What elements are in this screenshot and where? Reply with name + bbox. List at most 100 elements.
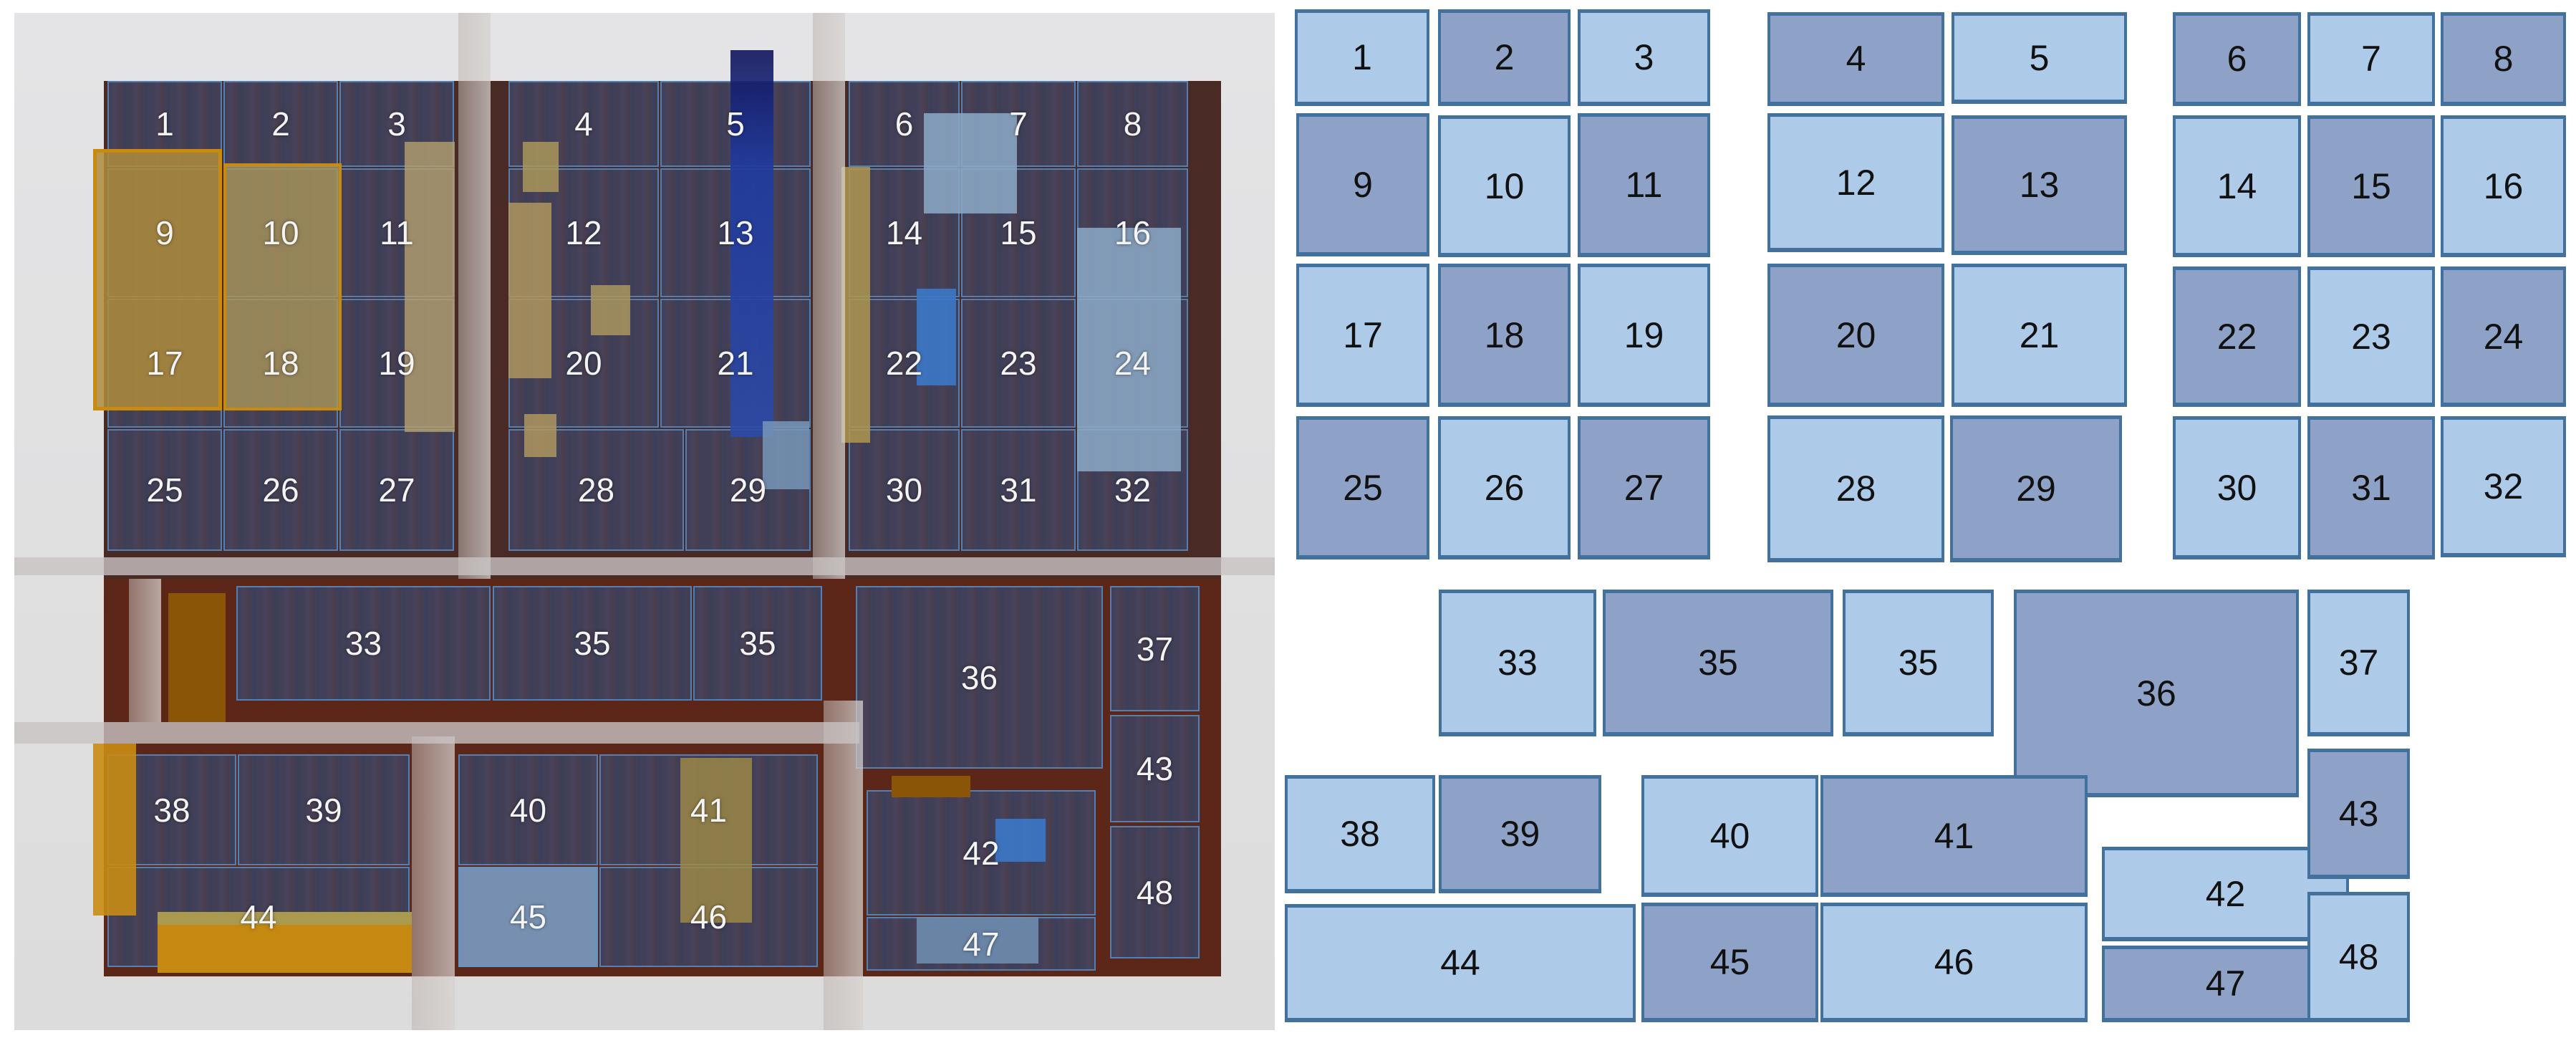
cell-label: 3 (387, 105, 406, 143)
cell-label: 48 (1136, 873, 1174, 911)
box-label: 14 (2216, 165, 2257, 206)
plan-box-10: 10 (1438, 115, 1571, 257)
box-label: 20 (1835, 314, 1876, 355)
box-item-light-blue (1077, 228, 1181, 471)
cell-37: 37 (1110, 586, 1200, 711)
cell-label: 13 (717, 214, 754, 251)
plan-box-5: 5 (1952, 12, 2127, 104)
cell-label: 31 (1000, 471, 1037, 509)
box-label: 42 (2205, 873, 2246, 914)
box-label: 3 (1634, 37, 1654, 77)
shelf-3d-render: 1 2 3 9 10 11 17 18 19 25 26 27 4 5 12 1… (14, 13, 1275, 1030)
cell-label: 38 (153, 791, 190, 829)
plan-box-35b: 35 (1843, 590, 1994, 736)
plan-box-20: 20 (1767, 264, 1944, 407)
cell-label: 44 (240, 898, 277, 936)
plan-box-2: 2 (1438, 9, 1571, 106)
cell-label: 42 (963, 834, 1000, 872)
cell-40: 40 (458, 754, 598, 865)
plan-box-1: 1 (1295, 9, 1429, 106)
box-label: 40 (1709, 815, 1750, 856)
plan-box-32: 32 (2441, 416, 2566, 557)
box-label: 5 (2029, 37, 2050, 78)
cell-label: 24 (1114, 345, 1152, 382)
box-label: 41 (1934, 815, 1974, 856)
plan-box-21: 21 (1952, 264, 2127, 407)
box-label: 44 (1440, 943, 1480, 983)
plan-box-35a: 35 (1603, 590, 1833, 736)
cell-label: 15 (1000, 214, 1037, 251)
box-item (508, 203, 551, 378)
box-label: 1 (1352, 37, 1372, 77)
cell-label: 11 (380, 214, 414, 251)
plan-box-26: 26 (1438, 416, 1571, 559)
box-label: 2 (1494, 37, 1515, 77)
box-label: 47 (2205, 963, 2246, 1004)
divider-wall (813, 13, 845, 579)
cell-label: 28 (577, 471, 615, 509)
plan-box-14: 14 (2173, 115, 2301, 257)
cell-label: 18 (262, 345, 299, 382)
cell-45: 45 (458, 867, 598, 967)
cell-47: 47 (867, 917, 1096, 971)
cell-4: 4 (508, 81, 659, 167)
box-item-blue (763, 421, 809, 489)
box-item-small (523, 142, 559, 192)
box-label: 39 (1500, 814, 1540, 854)
plan-box-25: 25 (1296, 416, 1429, 559)
cell-label: 14 (885, 214, 923, 251)
plan-box-16: 16 (2441, 115, 2566, 257)
box-label: 7 (2361, 39, 2381, 79)
box-label: 46 (1934, 942, 1974, 982)
plan-box-27: 27 (1578, 416, 1710, 559)
box-label: 33 (1497, 643, 1538, 683)
cell-2: 2 (223, 81, 338, 167)
cell-36: 36 (856, 586, 1103, 769)
box-label: 31 (2351, 467, 2391, 508)
plan-box-37: 37 (2307, 590, 2410, 736)
cell-label: 37 (1136, 630, 1174, 668)
plan-box-40: 40 (1641, 775, 1818, 897)
plan-box-48: 48 (2307, 892, 2410, 1022)
box-label: 18 (1484, 314, 1525, 355)
cell-label: 2 (271, 105, 290, 143)
box-label: 4 (1846, 39, 1866, 79)
cell-26: 26 (223, 429, 338, 551)
cell-label: 23 (1000, 345, 1037, 382)
box-item-orange (158, 912, 412, 973)
plan-box-9: 9 (1296, 113, 1429, 256)
box-item-yellow (93, 149, 222, 410)
plan-box-13: 13 (1952, 115, 2127, 255)
plan-box-18: 18 (1438, 264, 1571, 407)
box-item-orange (168, 593, 226, 722)
cell-label: 26 (262, 471, 299, 509)
cell-31: 31 (961, 429, 1076, 551)
cell-39: 39 (238, 754, 410, 865)
cell-8: 8 (1077, 81, 1188, 167)
cell-label: 6 (894, 105, 914, 143)
cell-label: 35 (739, 625, 776, 662)
box-item-light-blue (924, 113, 1017, 213)
plan-box-7: 7 (2307, 12, 2435, 106)
cell-23: 23 (961, 299, 1076, 428)
cell-label: 7 (1009, 105, 1028, 143)
plan-box-43: 43 (2307, 749, 2410, 879)
box-label: 12 (1835, 162, 1876, 203)
cell-label: 46 (690, 898, 728, 936)
cell-label: 45 (509, 898, 547, 936)
box-label: 43 (2338, 793, 2379, 834)
plan-box-31: 31 (2307, 416, 2435, 559)
plan-box-46: 46 (1820, 903, 2088, 1022)
box-item-yellow (223, 163, 342, 410)
divider-wall (129, 579, 161, 722)
cell-label: 30 (885, 471, 923, 509)
cell-label: 1 (155, 105, 174, 143)
plan-box-38: 38 (1285, 775, 1435, 893)
plan-box-33: 33 (1439, 590, 1596, 736)
plan-box-30: 30 (2173, 416, 2301, 559)
cell-label: 25 (146, 471, 183, 509)
cell-label: 4 (574, 105, 593, 143)
plan-box-22: 22 (2173, 266, 2301, 407)
cell-43: 43 (1110, 715, 1200, 822)
plan-box-17: 17 (1296, 264, 1429, 407)
